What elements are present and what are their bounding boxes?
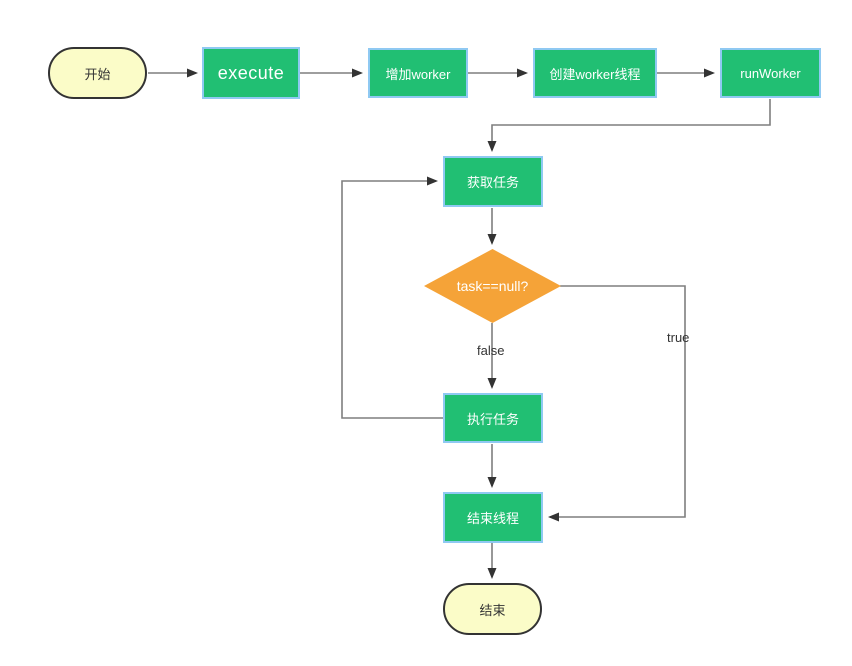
node-end-label: 结束 (479, 602, 506, 618)
node-execute-task[interactable]: 执行任务 (443, 393, 543, 443)
node-get-task[interactable]: 获取任务 (443, 156, 543, 207)
node-execute-label: execute (217, 62, 285, 83)
node-start-label: 开始 (84, 66, 111, 82)
node-end[interactable]: 结束 (443, 583, 542, 635)
node-end-thread[interactable]: 结束线程 (443, 492, 543, 543)
node-task-null-check-label: task==null? (456, 278, 529, 294)
node-create-worker-thread-label: 创建worker线程 (549, 66, 641, 82)
edge-decision-true-to-end-thread (548, 285, 686, 522)
node-execute-task-label: 执行任务 (466, 411, 519, 427)
edge-run-worker-to-get-task (487, 99, 771, 152)
node-start[interactable]: 开始 (48, 47, 147, 99)
node-add-worker[interactable]: 增加worker (368, 48, 468, 98)
node-run-worker-label: runWorker (740, 65, 801, 81)
edge-label-true: true (667, 330, 690, 345)
node-create-worker-thread[interactable]: 创建worker线程 (533, 48, 657, 98)
node-execute[interactable]: execute (202, 47, 300, 99)
node-get-task-label: 获取任务 (466, 175, 519, 190)
node-end-thread-label: 结束线程 (466, 511, 519, 526)
node-run-worker[interactable]: runWorker (720, 48, 821, 98)
edge-execute-task-loop-to-get-task (341, 176, 443, 419)
edge-label-false: false (477, 343, 505, 358)
node-add-worker-label: 增加worker (385, 66, 451, 82)
